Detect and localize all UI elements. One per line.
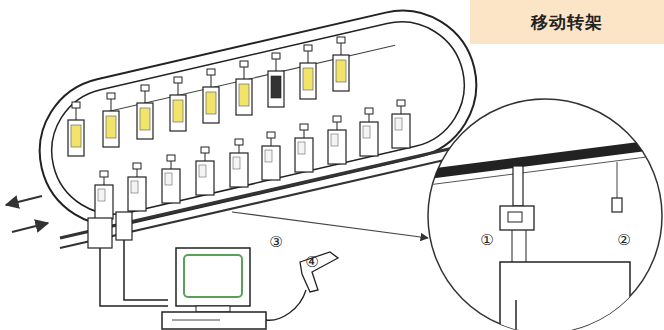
- device-tag: [162, 155, 180, 203]
- device-tag: [196, 147, 214, 195]
- device-tag: [328, 116, 346, 164]
- lower-tags: [88, 100, 410, 248]
- computer-case: [162, 312, 266, 329]
- screen: [184, 255, 242, 297]
- callout-number: ④: [305, 255, 318, 270]
- reader-box: [116, 212, 132, 240]
- rack-outer-loop: [25, 0, 491, 240]
- device-tag: [95, 171, 113, 219]
- device-tag: [137, 85, 153, 139]
- callout-number: ③: [269, 235, 282, 250]
- box-handle: [515, 300, 517, 330]
- rotating-rack: [25, 0, 491, 240]
- direction-arrow: [6, 196, 42, 205]
- control-box: [500, 262, 630, 330]
- computer: [162, 248, 266, 329]
- reader-box: [88, 218, 112, 248]
- monitor: [176, 248, 250, 306]
- device-tag: [513, 166, 523, 206]
- reader-wire: [512, 230, 526, 262]
- reader: [500, 206, 534, 230]
- conveyor-rail: [60, 156, 462, 248]
- detail-inset: [420, 99, 664, 330]
- device-tag: [203, 69, 219, 123]
- barcode-scanner: [266, 252, 338, 320]
- rail-edge: [420, 154, 664, 186]
- callout-number: ②: [617, 233, 630, 248]
- device-tag: [295, 124, 313, 172]
- antenna-lead: [617, 162, 618, 198]
- device-tag: [170, 77, 186, 131]
- zoom-arrow: [232, 212, 428, 238]
- device-tag: [300, 45, 316, 99]
- reader-window: [508, 212, 522, 222]
- device-tag: [333, 37, 349, 91]
- device-tag: [128, 163, 146, 211]
- node-text: 移动转架: [531, 11, 603, 34]
- monitor-stand: [196, 306, 230, 312]
- device-tag: [68, 102, 84, 156]
- drive-slot: [172, 320, 220, 321]
- device-tag: [103, 93, 119, 147]
- device-tag: [392, 100, 410, 148]
- scanner-cable: [266, 290, 306, 320]
- cable: [124, 240, 168, 300]
- device-tag: [360, 108, 378, 156]
- device-tag: [236, 61, 252, 115]
- device-tag: [230, 139, 248, 187]
- device-tag: [268, 53, 284, 107]
- cable: [100, 248, 168, 306]
- callout-number: ①: [480, 233, 493, 248]
- title-box: 移动转架: [470, 0, 664, 44]
- scanner-body: [300, 252, 338, 292]
- device-tag: [262, 132, 280, 180]
- antenna: [612, 198, 622, 212]
- direction-arrow: [12, 223, 48, 232]
